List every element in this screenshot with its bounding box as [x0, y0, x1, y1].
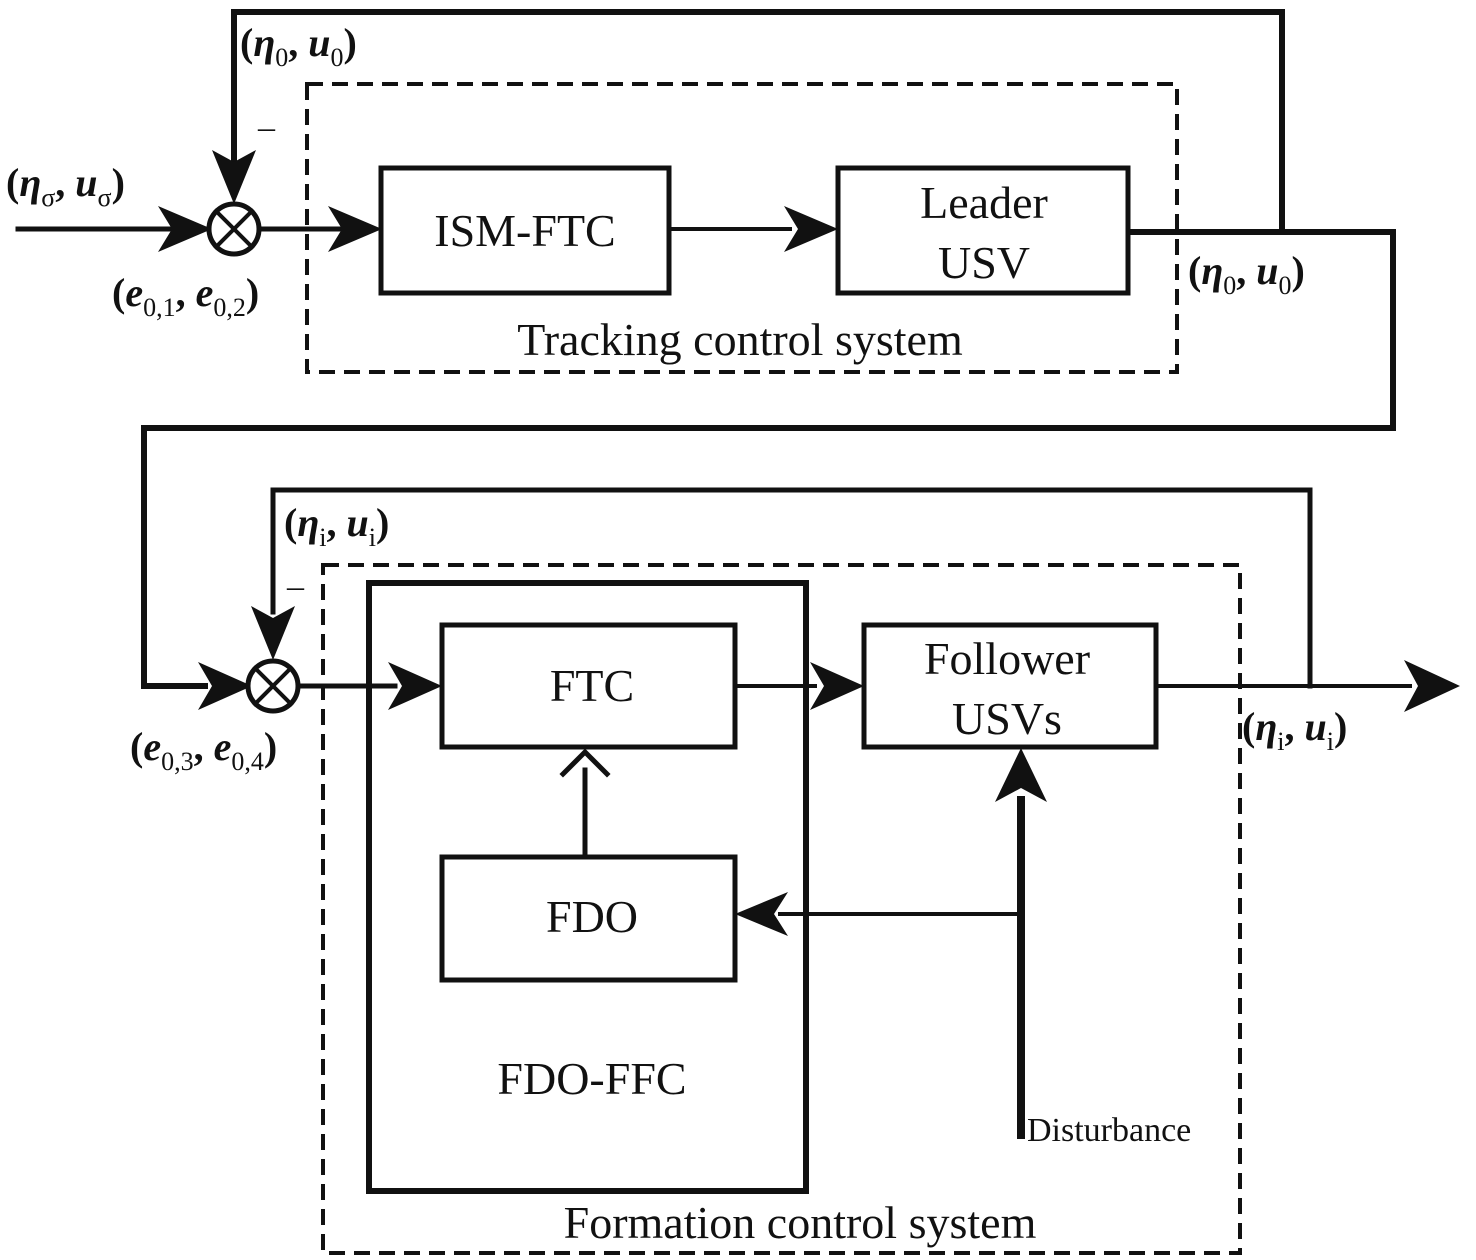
arrowhead-output	[1404, 660, 1460, 712]
leader-usv-block	[835, 165, 1131, 296]
disturbance-label: Disturbance	[1027, 1112, 1191, 1149]
signal-leader-feedback: (η0, u0)	[240, 20, 357, 72]
leader-usv-label-line1: Leader	[920, 177, 1048, 228]
arrowhead-fdo	[735, 892, 788, 936]
signal-leader-output: (η0, u0)	[1188, 248, 1305, 300]
ftc-label: FTC	[550, 660, 634, 711]
summing-junction-follower	[245, 658, 301, 714]
wire-leader-feedback	[231, 9, 1285, 235]
fdo-label: FDO	[546, 891, 638, 942]
arrowhead-follower-feedback	[251, 606, 295, 660]
follower-usvs-label-line1: Follower	[924, 633, 1090, 684]
leader-usv-label-line2: USV	[938, 237, 1030, 288]
arrowhead-ismftc	[328, 206, 382, 252]
tracking-control-group	[305, 82, 1179, 374]
minus-sign-follower: –	[286, 568, 305, 605]
arrowhead-leader-feedback	[212, 150, 256, 204]
arrowhead-ftc	[388, 662, 442, 710]
arrowhead-follower-sum	[198, 662, 252, 710]
signal-error-follower: (e0,3, e0,4)	[130, 724, 277, 776]
ftc-block	[439, 622, 738, 750]
wire-leader-to-follower-sum	[141, 229, 1396, 689]
fdo-ffc-label: FDO-FFC	[497, 1053, 686, 1104]
tracking-control-caption: Tracking control system	[517, 314, 963, 365]
signal-follower-output: (ηi, ui)	[1242, 704, 1347, 756]
arrowhead-leader	[784, 206, 838, 252]
formation-control-caption: Formation control system	[564, 1197, 1037, 1248]
minus-sign-leader: –	[257, 109, 276, 146]
fdo-ffc-box	[366, 580, 809, 1194]
follower-usvs-label-line2: USVs	[952, 693, 1062, 744]
arrowhead-disturbance	[995, 748, 1047, 802]
wire-follower-feedback	[270, 487, 1313, 689]
signal-error-leader: (e0,1, e0,2)	[112, 270, 259, 322]
summing-junction-leader	[206, 201, 262, 257]
ism-ftc-block	[378, 165, 672, 296]
formation-control-group	[321, 563, 1242, 1255]
signal-ref-input: (ησ, uσ)	[6, 160, 125, 212]
arrowhead-ref-input	[158, 206, 212, 252]
ism-ftc-label: ISM-FTC	[434, 205, 615, 256]
arrowhead-fdo-ftc	[559, 748, 611, 778]
signal-follower-feedback: (ηi, ui)	[284, 500, 389, 552]
fdo-block	[439, 854, 738, 983]
follower-usvs-block	[861, 622, 1159, 750]
arrowhead-follower	[810, 662, 864, 710]
